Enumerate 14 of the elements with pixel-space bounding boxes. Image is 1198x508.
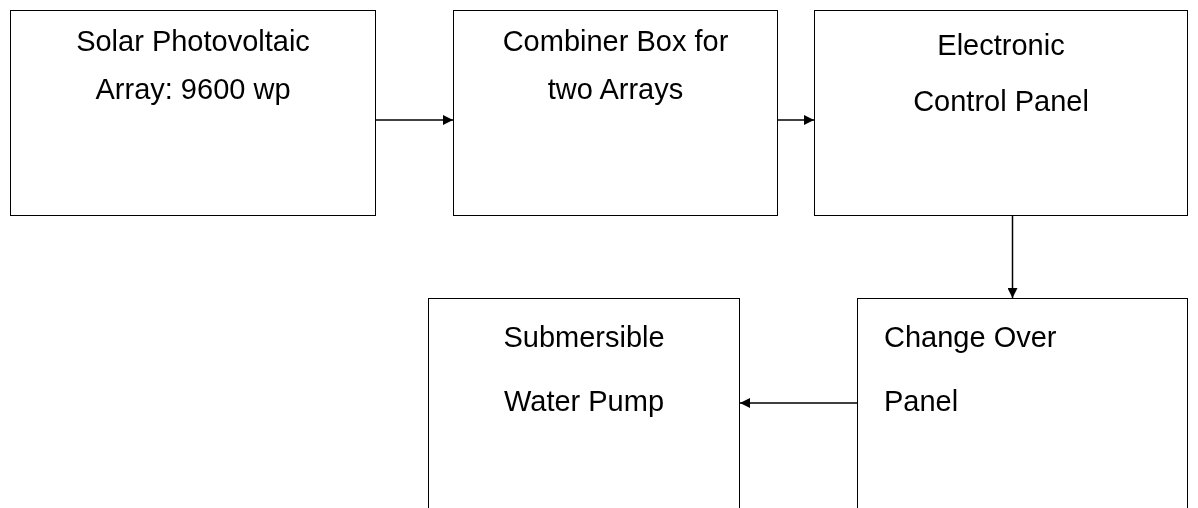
- arrow: [777, 115, 815, 125]
- process-box: [453, 10, 778, 216]
- arrow: [1007, 215, 1018, 299]
- box-label: Change Over Panel: [884, 320, 1058, 419]
- box-label: Combiner Box for two Arrays: [501, 24, 730, 107]
- box-label: Solar Photovoltaic Array: 9600 wp: [75, 24, 311, 107]
- process-box: [814, 10, 1188, 216]
- box-label: Electronic Control Panel: [912, 28, 1090, 119]
- process-box: [857, 298, 1188, 508]
- process-box: [10, 10, 376, 216]
- process-box: [428, 298, 740, 508]
- arrow: [375, 115, 454, 125]
- box-label: Submersible Water Pump: [502, 320, 666, 419]
- arrow: [739, 398, 858, 408]
